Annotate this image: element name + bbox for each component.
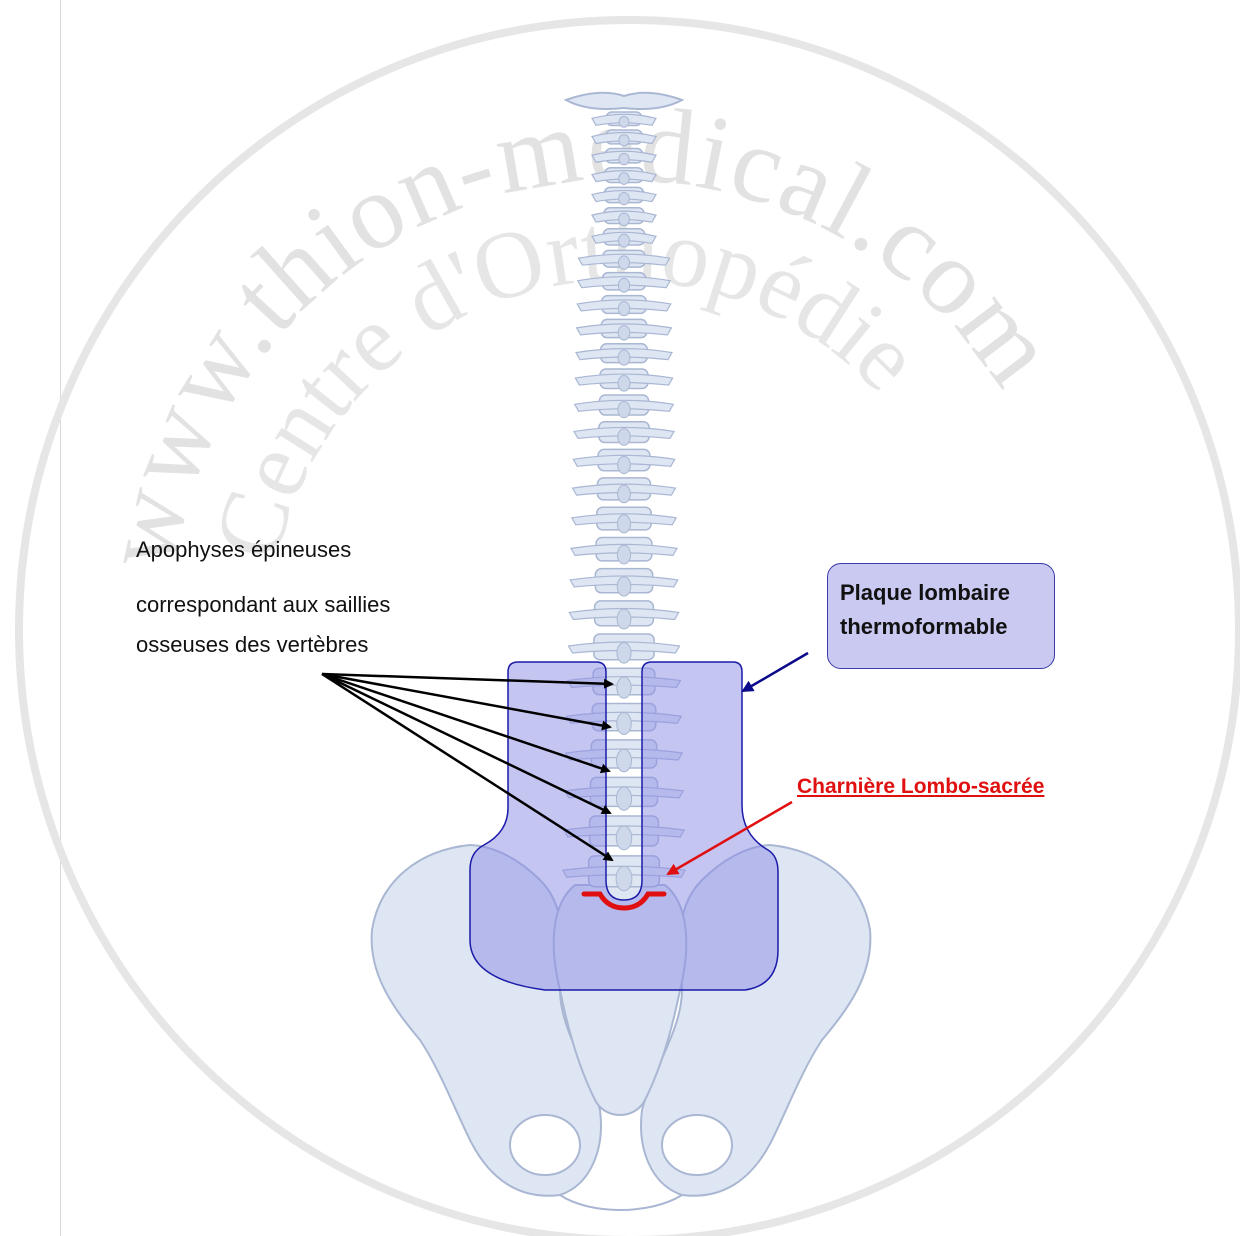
- label-apophyses-desc-line2: osseuses des vertèbres: [136, 632, 369, 657]
- spinous-process: [617, 484, 631, 504]
- spinous-process: [617, 324, 631, 341]
- arrow-spinous-2: [321, 672, 612, 731]
- spinous-process: [616, 544, 632, 565]
- watermark-ring: [15, 16, 1240, 1236]
- spinous-process: [618, 152, 630, 166]
- spinous-process: [617, 374, 631, 392]
- spinous-process: [616, 576, 632, 597]
- spinous-process: [616, 712, 632, 735]
- label-charniere: Charnière Lombo-sacrée: [797, 775, 1045, 798]
- spinous-process: [618, 192, 630, 206]
- spinous-process: [618, 134, 630, 147]
- spinous-process: [616, 608, 632, 630]
- spinous-process: [615, 786, 633, 811]
- spinous-process: [615, 825, 633, 851]
- spinous-process: [617, 301, 631, 317]
- spinous-process: [617, 349, 631, 366]
- arrow-spinous-1: [321, 672, 614, 689]
- atlas-vertebra: [563, 91, 685, 110]
- spinous-process: [616, 676, 632, 699]
- lumbosacral-hinge-mark: [581, 891, 667, 911]
- spinous-process: [617, 401, 631, 419]
- spinous-process: [618, 212, 630, 227]
- spinous-process: [618, 116, 630, 128]
- spinous-process: [617, 277, 631, 293]
- spinous-process: [618, 233, 630, 248]
- plaque-label-line2: thermoformable: [840, 614, 1008, 639]
- spinous-process: [616, 514, 632, 534]
- arrow-spinous-5: [321, 672, 614, 862]
- plaque-label-box: Plaque lombaire thermoformable: [827, 563, 1055, 669]
- lumbar-plate: [469, 661, 779, 991]
- spinous-process: [617, 455, 631, 475]
- page-margin-line: [60, 0, 61, 1236]
- label-apophyses-title: Apophyses épineuses: [136, 537, 352, 562]
- spinous-process-arrows: [321, 672, 614, 862]
- arrow-charniere: [666, 800, 793, 876]
- spinous-process: [616, 748, 632, 773]
- spinous-process: [615, 865, 633, 892]
- arrow-plaque: [741, 651, 809, 693]
- plaque-label-line1: Plaque lombaire: [840, 580, 1010, 605]
- spinous-process: [617, 255, 631, 270]
- spinous-process: [616, 642, 632, 664]
- pelvis-right-foramen: [661, 1114, 733, 1176]
- pubic-arch: [559, 1194, 683, 1211]
- pelvis-left-foramen: [509, 1114, 581, 1176]
- spinous-process: [617, 428, 631, 446]
- arrow-spinous-4: [321, 672, 612, 815]
- arrow-spinous-3: [321, 672, 611, 774]
- spinous-process: [618, 172, 630, 185]
- label-apophyses-desc-line1: correspondant aux saillies: [136, 592, 391, 617]
